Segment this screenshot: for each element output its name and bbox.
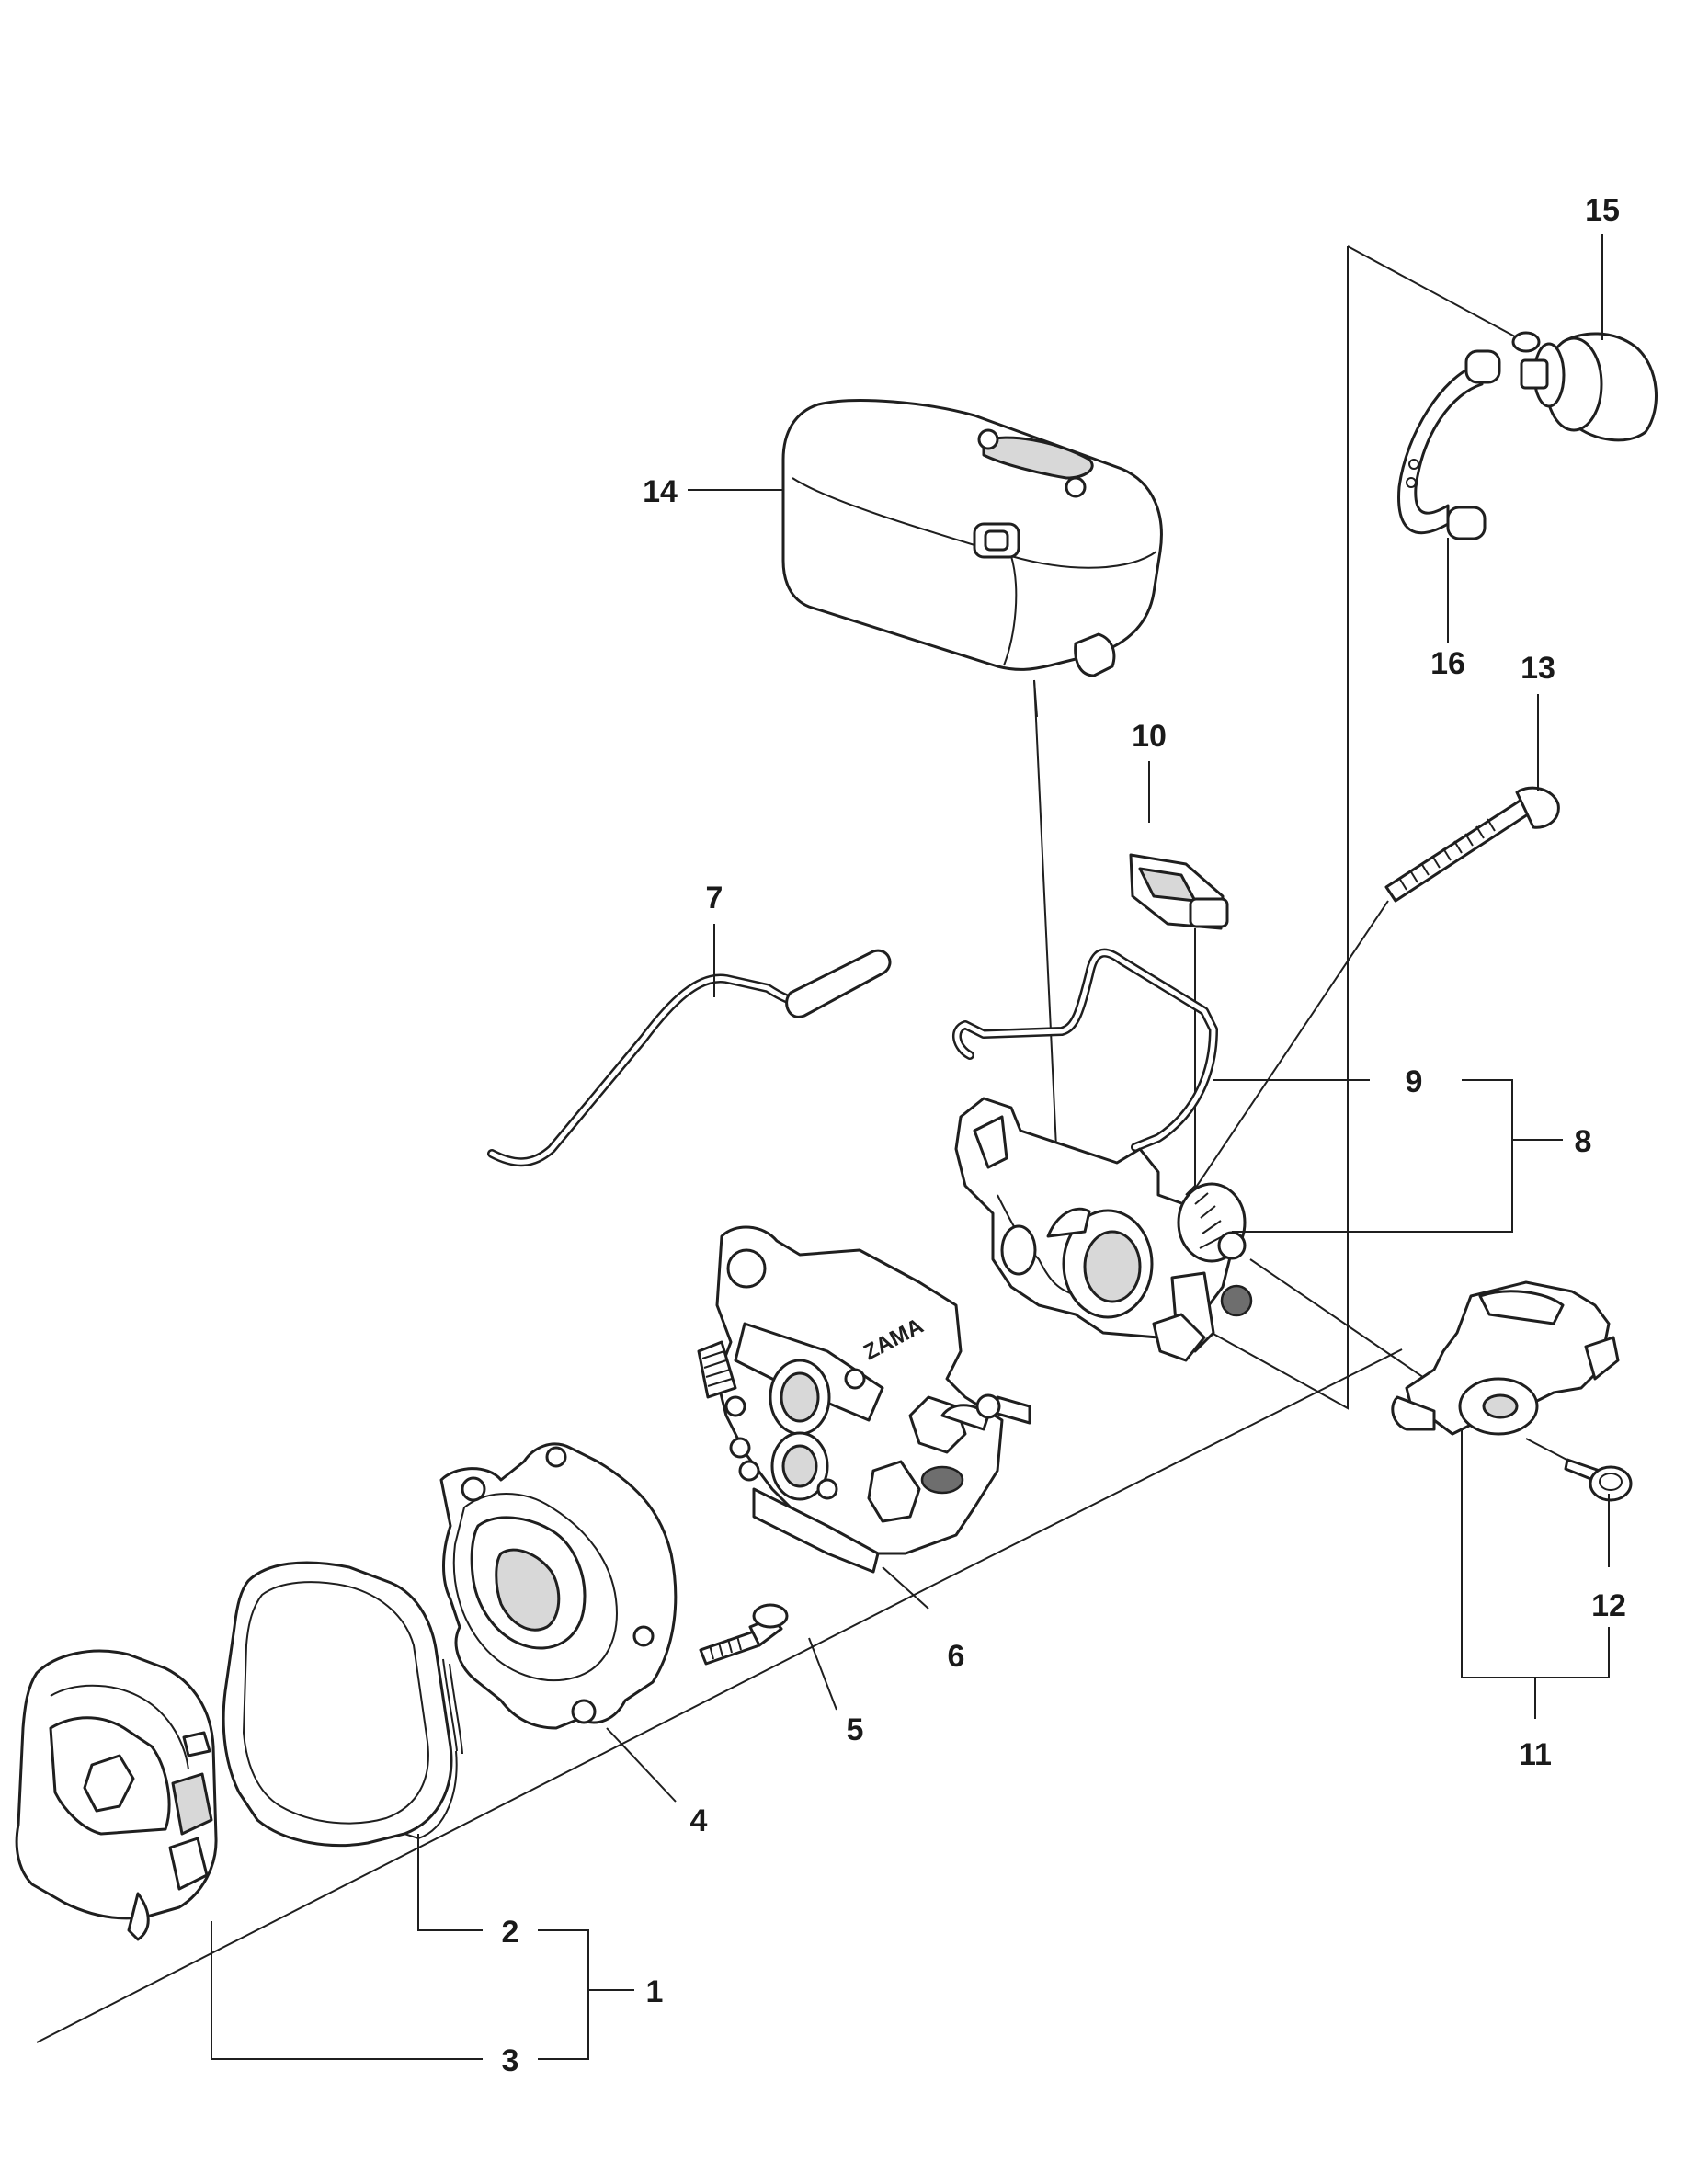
carburetor: ZAMA	[697, 1225, 1031, 1610]
callout-labels: 1 2 3 4 5 6 7 8 9 10 11 12 13 14 15 16	[502, 193, 1626, 2078]
long-screw	[1384, 786, 1560, 903]
intake-flange	[439, 1442, 678, 1730]
small-screw	[1564, 1458, 1633, 1502]
callout-3: 3	[502, 2043, 519, 2078]
choke-rod	[487, 949, 892, 1167]
callout-4: 4	[690, 1803, 708, 1838]
carburetor-housing	[954, 1097, 1253, 1362]
air-filter-cover	[781, 399, 1163, 718]
callout-2: 2	[502, 1915, 519, 1950]
callout-12: 12	[1591, 1588, 1626, 1623]
callout-11: 11	[1519, 1737, 1552, 1772]
mounting-bolt	[699, 1603, 789, 1666]
callout-10: 10	[1132, 719, 1167, 754]
callout-7: 7	[706, 881, 723, 916]
primer-bulb	[1511, 331, 1658, 442]
callout-16: 16	[1430, 646, 1465, 681]
callout-leaders	[211, 234, 1610, 2060]
callout-9: 9	[1406, 1064, 1423, 1099]
clip	[1129, 853, 1229, 930]
fuel-hose	[1397, 349, 1501, 540]
callout-14: 14	[643, 474, 678, 509]
callout-1: 1	[646, 1974, 664, 2009]
callout-6: 6	[948, 1639, 965, 1674]
callout-13: 13	[1521, 651, 1555, 686]
throttle-wire	[952, 948, 1218, 1152]
callout-5: 5	[847, 1712, 864, 1747]
callout-8: 8	[1575, 1124, 1592, 1159]
air-filter	[222, 1561, 463, 1848]
lever-assembly	[1391, 1280, 1620, 1436]
callout-15: 15	[1585, 193, 1620, 228]
filter-holder	[15, 1649, 218, 1941]
